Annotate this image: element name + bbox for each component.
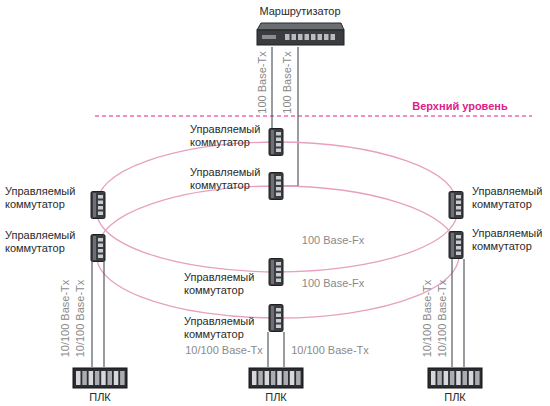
level-divider — [95, 115, 532, 116]
plc-icon — [427, 367, 483, 389]
node-label: Управляемый коммутатор — [472, 185, 548, 211]
level-label: Верхний уровень — [410, 100, 510, 113]
node-label: Управляемый коммутатор — [190, 166, 268, 192]
sw-icon — [268, 304, 284, 332]
managed-switch: Управляемый коммутатор — [90, 191, 106, 219]
node-label: ПЛК — [444, 391, 466, 404]
copper-link — [271, 47, 272, 128]
link-label: 100 Base-Tx — [256, 50, 269, 114]
router-icon — [255, 21, 345, 47]
node-label: Управляемый коммутатор — [190, 123, 268, 149]
sw-icon — [448, 231, 464, 259]
plc-icon — [72, 367, 128, 389]
plc: ПЛК — [72, 367, 128, 389]
node-label: Маршрутизатор — [259, 5, 340, 18]
link-label: 10/100 Base-Tx — [437, 278, 450, 358]
ring-label: 100 Base-Fx — [300, 234, 366, 247]
node-label: Управляемый коммутатор — [184, 271, 262, 297]
managed-switch: Управляемый коммутатор — [448, 191, 464, 219]
ring-label: 100 Base-Fx — [300, 277, 366, 290]
node-label: ПЛК — [265, 391, 287, 404]
node-label: Управляемый коммутатор — [472, 227, 548, 253]
link-label: 10/100 Base-Tx — [422, 278, 435, 358]
copper-link — [283, 332, 284, 367]
fiber-ring-link — [276, 142, 456, 205]
managed-switch: Управляемый коммутатор — [448, 231, 464, 259]
copper-link — [267, 332, 268, 367]
router: Маршрутизатор — [255, 21, 345, 47]
managed-switch: Управляемый коммутатор — [268, 304, 284, 332]
fiber-ring-link — [98, 142, 276, 205]
node-label: Управляемый коммутатор — [5, 229, 85, 255]
link-label: 10/100 Base-Tx — [184, 344, 264, 357]
fiber-ring-link — [98, 186, 276, 248]
plc: ПЛК — [427, 367, 483, 389]
copper-link — [451, 259, 452, 367]
fiber-ring-link — [96, 248, 276, 318]
link-label: 10/100 Base-Tx — [290, 344, 370, 357]
copper-link — [91, 262, 92, 367]
sw-icon — [90, 234, 106, 262]
sw-icon — [448, 191, 464, 219]
link-label: 10/100 Base-Tx — [60, 278, 73, 358]
copper-link — [103, 262, 104, 367]
sw-icon — [90, 191, 106, 219]
managed-switch: Управляемый коммутатор — [268, 172, 284, 200]
link-label: 100 Base-Tx — [281, 50, 294, 114]
managed-switch: Управляемый коммутатор — [268, 128, 284, 156]
plc-icon — [248, 367, 304, 389]
node-label: Управляемый коммутатор — [184, 315, 262, 341]
sw-icon — [268, 172, 284, 200]
copper-link — [463, 259, 464, 367]
managed-switch: Управляемый коммутатор — [268, 258, 284, 286]
link-label: 10/100 Base-Tx — [75, 278, 88, 358]
fiber-ring-link — [97, 205, 276, 272]
managed-switch: Управляемый коммутатор — [90, 234, 106, 262]
sw-icon — [268, 128, 284, 156]
plc: ПЛК — [248, 367, 304, 389]
node-label: Управляемый коммутатор — [5, 185, 85, 211]
node-label: ПЛК — [89, 391, 111, 404]
sw-icon — [268, 258, 284, 286]
